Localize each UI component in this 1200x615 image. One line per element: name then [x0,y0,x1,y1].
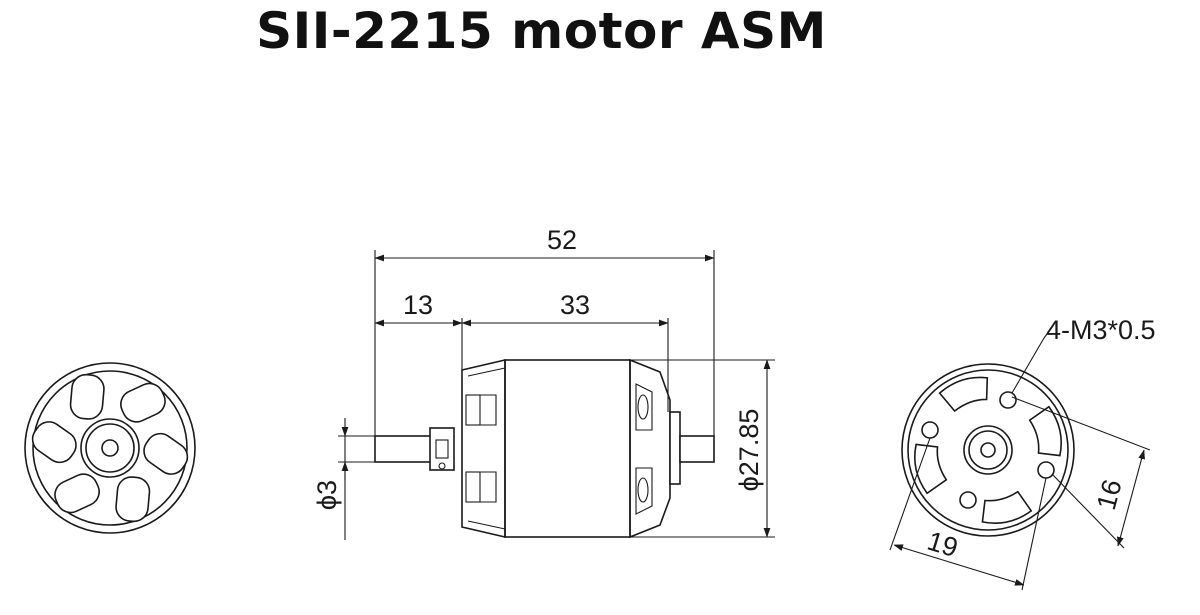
rear-view [901,363,1075,537]
svg-text:ϕ3: ϕ3 [312,480,342,510]
side-view [374,358,715,539]
svg-text:ϕ27.85: ϕ27.85 [734,409,764,492]
diameter-symbol-shaft: ϕ [312,495,342,510]
diameter-symbol: ϕ [734,476,764,491]
drawing-title: SII-2215 motor ASM [256,2,827,60]
dim-shaft-diameter: 3 [312,480,342,495]
dim-shaft-length: 13 [403,290,433,320]
dim-hole-spacing-b: 19 [924,526,962,563]
dim-body-diameter: 27.85 [734,409,764,477]
front-view [24,362,196,534]
dim-hole-spacing-a: 16 [1091,476,1128,513]
dim-shaft-diameter-group: ϕ3 [312,480,342,510]
dim-overall-length: 52 [547,225,577,255]
rear-dimension-lines [889,329,1151,591]
dimension-lines [338,250,775,540]
dim-body-diameter-group: ϕ27.85 [734,409,764,492]
dim-body-length: 33 [560,290,590,320]
dim-mount-thread: 4-M3*0.5 [1046,315,1156,345]
